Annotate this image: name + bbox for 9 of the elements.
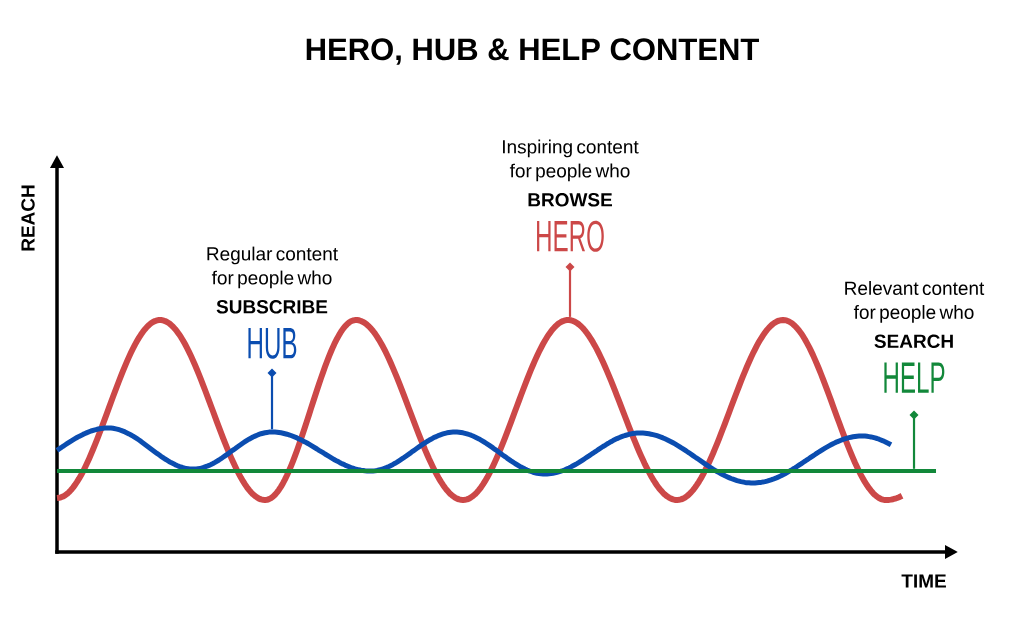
leader-line bbox=[909, 410, 919, 469]
annotation: Relevant content for people who SEARCH HELP bbox=[845, 281, 985, 393]
annotation: Inspiring content for people who BROWSE HERO bbox=[503, 139, 639, 252]
annotation: Regular content for people who SUBSCRIBE HUB bbox=[207, 246, 338, 359]
leader-line bbox=[565, 262, 575, 317]
title: HERO, HUB & HELP CONTENT bbox=[306, 38, 759, 65]
axis-label: REACH bbox=[21, 185, 35, 251]
axis-label: TIME bbox=[901, 574, 946, 588]
leader-line bbox=[267, 368, 277, 430]
